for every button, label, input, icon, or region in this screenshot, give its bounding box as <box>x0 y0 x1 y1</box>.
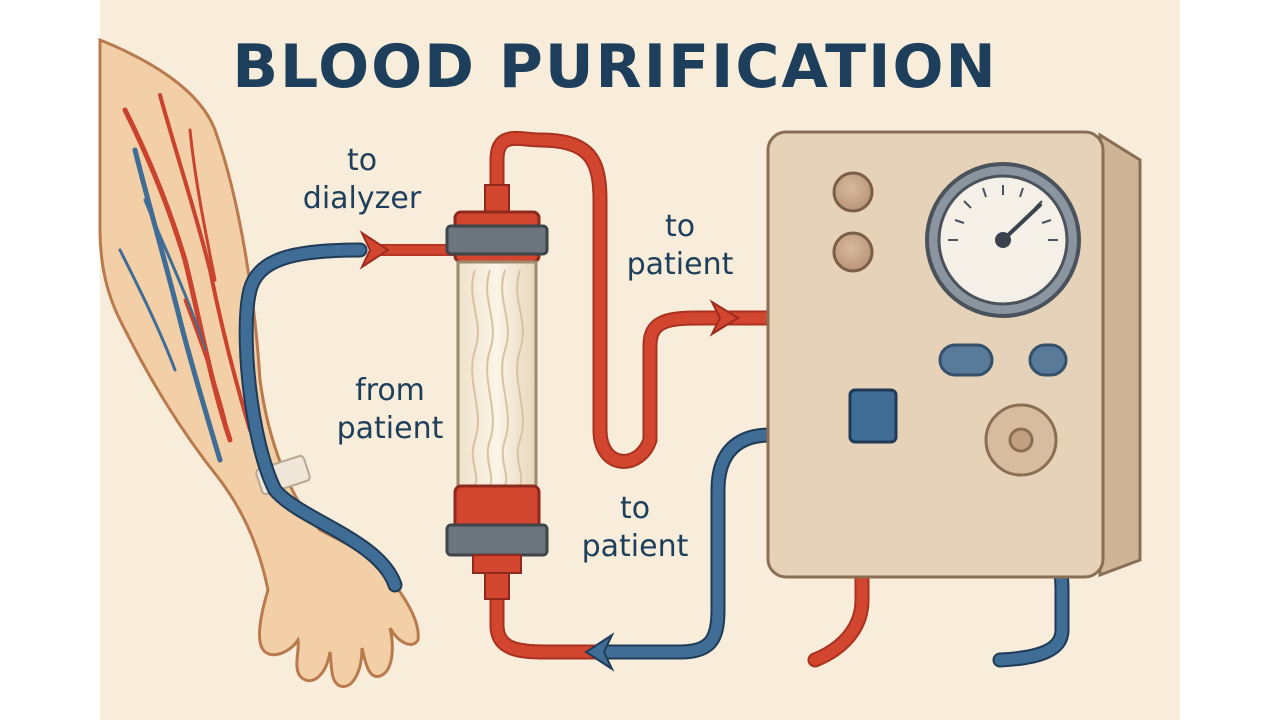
label-to-patient-lower: to patient <box>570 490 700 566</box>
dialyzer-icon <box>445 184 549 600</box>
machine-button-right <box>1028 343 1068 377</box>
arm-illustration <box>98 37 420 688</box>
arrow-to-patient-lower <box>584 632 615 672</box>
label-to-dialyzer: to dialyzer <box>292 142 432 218</box>
machine-knob-top <box>832 171 874 213</box>
label-to-patient-upper-line2: patient <box>626 247 734 282</box>
arrow-to-patient-upper <box>709 299 740 337</box>
label-to-patient-upper-line1: to <box>664 209 696 244</box>
arrow-to-dialyzer <box>359 230 390 270</box>
label-to-patient-lower-line2: patient <box>581 529 689 564</box>
label-from-patient-line2: patient <box>336 411 444 446</box>
blue-tube-arm-to-dialyzer <box>240 244 401 591</box>
machine-icon <box>766 130 1142 579</box>
blue-tube-return <box>599 429 776 658</box>
machine-knob-middle <box>832 231 874 273</box>
label-from-patient: from patient <box>325 372 455 448</box>
label-to-patient-lower-line1: to <box>619 491 651 526</box>
machine-button-left <box>938 343 994 377</box>
pressure-gauge-icon <box>925 162 1081 318</box>
label-to-dialyzer-line2: dialyzer <box>302 181 422 216</box>
page-title: BLOOD PURIFICATION <box>232 32 998 102</box>
label-from-patient-line1: from <box>355 373 425 408</box>
label-to-dialyzer-line1: to <box>346 143 378 178</box>
machine-clamp <box>848 388 898 444</box>
label-to-patient-upper: to patient <box>615 208 745 284</box>
arm-skin-shape <box>98 37 420 688</box>
